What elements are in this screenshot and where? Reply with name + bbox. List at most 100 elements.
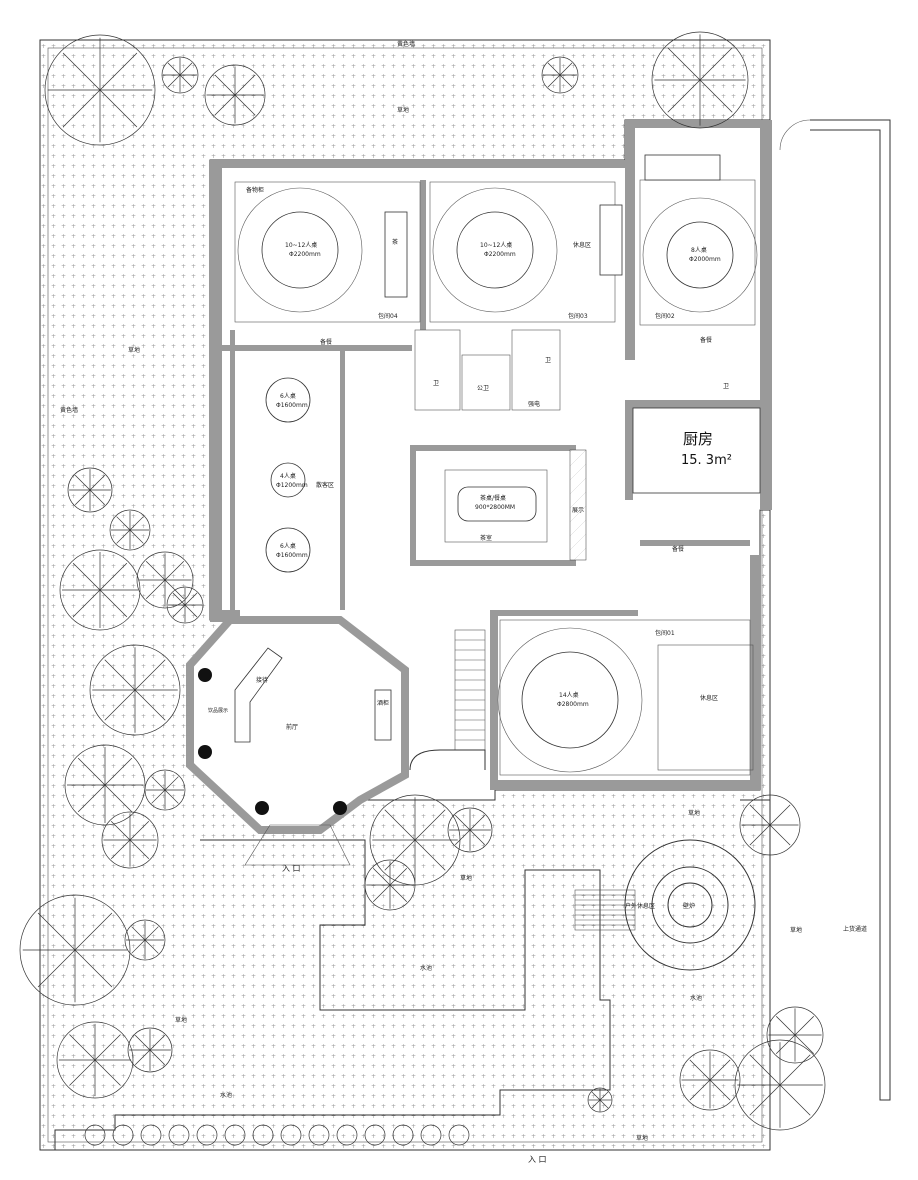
- tree-branch: [469, 814, 486, 831]
- tree-branch: [172, 604, 186, 618]
- tree-branch: [167, 62, 181, 76]
- shrub: [364, 1124, 386, 1146]
- lawn-label-f: 草地: [460, 874, 472, 882]
- shrub: [196, 1124, 218, 1146]
- tree-branch: [134, 1049, 151, 1066]
- tree-branch: [667, 79, 701, 113]
- drink-display-label: 饮品展示: [208, 707, 228, 714]
- tree-branch: [794, 1015, 815, 1036]
- table6a-dia: Φ1600mm: [276, 402, 308, 409]
- fence-top-label: 黄色墙: [397, 40, 415, 48]
- stairs: [409, 629, 486, 771]
- tree-branch: [469, 829, 486, 846]
- room01-rest-label: 休息区: [700, 694, 718, 702]
- tree-branch: [62, 52, 101, 91]
- tree-branch: [709, 1079, 731, 1101]
- lawn-label-c: 草地: [175, 1016, 187, 1024]
- tree-canopy: [44, 34, 156, 146]
- walls: [186, 120, 772, 834]
- tree-canopy: [651, 31, 749, 129]
- tree-branch: [69, 1059, 96, 1086]
- tree-branch: [454, 829, 471, 846]
- main-entrance-label: 入 口: [528, 1155, 547, 1164]
- tree-branch: [129, 516, 144, 531]
- tree-branch: [99, 89, 138, 128]
- private-room-04: 10~12人桌 Φ2200mm 包间04 茶 备物柜: [234, 181, 421, 323]
- tree-branch: [94, 1034, 121, 1061]
- shrub: [112, 1124, 134, 1146]
- tree-branch: [149, 1049, 166, 1066]
- tree-branch: [794, 1034, 815, 1055]
- tree-canopy: [679, 1049, 741, 1111]
- kitchen-area: 15. 3m²: [681, 453, 732, 468]
- room01-label: 包间01: [655, 629, 675, 637]
- lawn-label-d: 草地: [688, 809, 700, 817]
- kitchen-room: 厨房 15. 3m²: [632, 407, 761, 494]
- table6b-dia: Φ1600mm: [276, 552, 308, 559]
- tree-canopy: [127, 1027, 173, 1073]
- shrub: [392, 1124, 414, 1146]
- tree-branch: [151, 789, 166, 804]
- tree-canopy: [541, 56, 579, 94]
- wine-cabinet-label: 酒柜: [377, 699, 389, 707]
- tree-branch: [99, 52, 138, 91]
- tree-canopy: [59, 549, 141, 631]
- service-passage-label: 上货通道: [843, 925, 867, 933]
- tree-canopy: [204, 64, 266, 126]
- tea-room: 茶桌/餐桌 900*2800MM 茶室 展示: [444, 449, 587, 561]
- tree-canopy: [19, 894, 131, 1006]
- tree-canopy: [64, 744, 146, 826]
- tree-branch: [167, 74, 181, 88]
- shrub: [224, 1124, 246, 1146]
- shrub: [280, 1124, 302, 1146]
- tree-branch: [94, 1059, 121, 1086]
- tree-branch: [769, 804, 791, 826]
- tree-branch: [184, 604, 198, 618]
- tree-branch: [69, 1034, 96, 1061]
- entrance-label: 入 口: [282, 864, 301, 873]
- fence-left-label: 黄色墙: [60, 406, 78, 414]
- tree-branch: [372, 867, 391, 886]
- tree-branch: [116, 529, 131, 544]
- private-room-03: 10~12人桌 Φ2200mm 包间03 休息区: [429, 181, 623, 323]
- lobby: 接待 前厅 酒柜 饮品展示 入 口: [198, 647, 392, 873]
- tree-branch: [62, 89, 101, 128]
- lawn-label-g: 草地: [636, 1134, 648, 1142]
- toilet-c-label: 卫: [545, 357, 551, 364]
- tree-branch: [172, 592, 186, 606]
- trees: [19, 31, 826, 1146]
- tree-branch: [547, 62, 561, 76]
- display-label: 展示: [572, 507, 584, 514]
- tree-branch: [775, 1015, 796, 1036]
- tree-branch: [145, 579, 166, 600]
- lawn-labels: 黄色墙 草地 草地 黄色墙 草地 草地 草地 草地 草地: [60, 40, 802, 1142]
- toilet-a-label: 卫: [433, 380, 439, 387]
- lawn-label-e: 草地: [790, 926, 802, 934]
- tree-canopy: [144, 769, 186, 811]
- tree-canopy: [766, 1006, 824, 1064]
- tree-branch: [89, 474, 106, 491]
- tree-branch: [131, 926, 146, 941]
- tree-canopy: [109, 509, 151, 551]
- room04-tea-label: 茶: [392, 238, 398, 246]
- tree-branch: [559, 62, 573, 76]
- shrub: [84, 1124, 106, 1146]
- table4-label: 4人桌: [280, 472, 296, 480]
- tree-canopy: [364, 859, 416, 911]
- tree-canopy: [101, 811, 159, 869]
- tree-canopy: [739, 794, 801, 856]
- private-room-02: 8人桌 Φ2000mm 包间02: [639, 154, 758, 326]
- pantry-label-c: 备餐: [672, 545, 684, 553]
- tree-branch: [699, 79, 733, 113]
- tree-branch: [389, 884, 408, 903]
- tree-branch: [144, 926, 159, 941]
- room04-table-label: 10~12人桌: [285, 241, 317, 249]
- tea-table-size: 900*2800MM: [475, 504, 515, 511]
- room04-table-dia: Φ2200mm: [289, 251, 321, 258]
- tree-branch: [689, 1079, 711, 1101]
- room03-table-label: 10~12人桌: [480, 241, 512, 249]
- tree-branch: [74, 474, 91, 491]
- room01-table-label: 14人桌: [559, 691, 579, 699]
- table4-dia: Φ1200mm: [276, 482, 308, 489]
- tree-canopy: [166, 586, 204, 624]
